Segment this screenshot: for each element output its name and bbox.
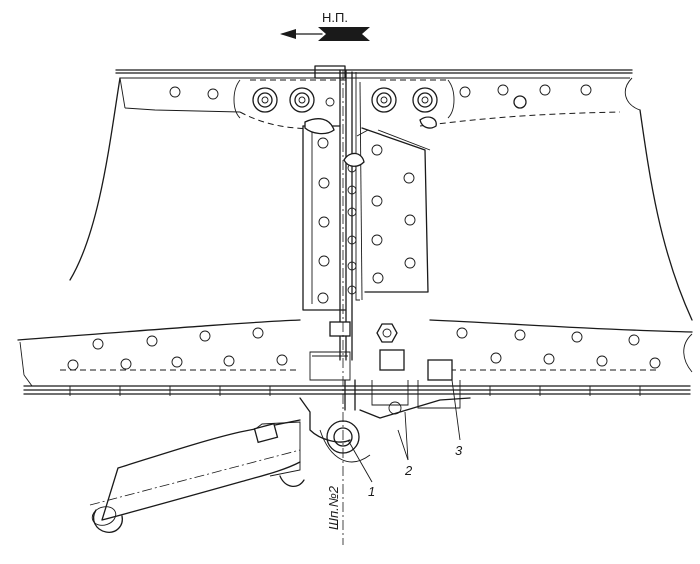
callout-leaders: [347, 379, 461, 483]
callout-3: 3: [455, 443, 463, 458]
lower-panel: [17, 319, 693, 395]
frame-rivets: [304, 116, 437, 304]
callout-2: 2: [404, 463, 413, 478]
lower-bracket: [299, 397, 471, 463]
bottom-rivet-ticks: [64, 386, 646, 396]
lower-rivet-rows: [67, 327, 661, 371]
upper-bolts: [252, 87, 438, 113]
central-frame-web: [302, 65, 431, 361]
frame-label: Шп.№2: [326, 485, 341, 530]
callout-1: 1: [368, 484, 375, 499]
direction-label: Н.П.: [322, 10, 348, 25]
upper-rivet-row: [169, 84, 592, 109]
lower-bolt-cluster: [309, 321, 461, 411]
upper-panel: [69, 69, 693, 321]
cable-fitting-handle: [89, 419, 305, 533]
flight-direction-arrow: Н.П.: [280, 10, 370, 41]
